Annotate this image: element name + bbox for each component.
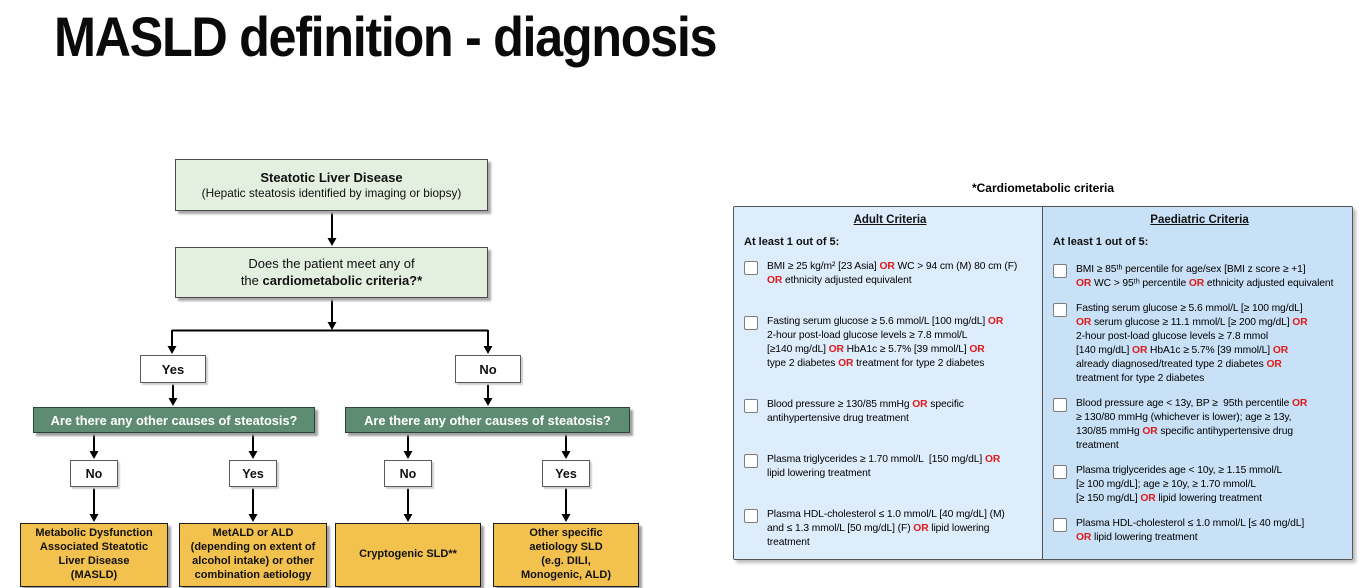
paediatric-criteria-column: Paediatric Criteria At least 1 out of 5:…	[1043, 207, 1352, 559]
criterion-text: Plasma triglycerides ≥ 1.70 mmol/L [150 …	[767, 454, 1001, 479]
criterion-item: Blood pressure age < 13y, BP ≥ 95th perc…	[1053, 397, 1346, 453]
question-line1: Does the patient meet any of	[248, 256, 415, 271]
criterion-text: BMI ≥ 85ᵗʰ percentile for age/sex [BMI z…	[1076, 264, 1334, 289]
steatosis-question-bar-right: Are there any other causes of steatosis?	[345, 407, 630, 433]
branch-yes-box: Yes	[140, 355, 206, 383]
checkbox-icon[interactable]	[1053, 398, 1067, 412]
criterion-text: Blood pressure age < 13y, BP ≥ 95th perc…	[1076, 398, 1308, 451]
paediatric-criteria-subheader: At least 1 out of 5:	[1053, 236, 1149, 248]
adult-criteria-subheader: At least 1 out of 5:	[744, 236, 840, 248]
criterion-text: Plasma triglycerides age < 10y, ≥ 1.15 m…	[1076, 465, 1283, 504]
criterion-text: Fasting serum glucose ≥ 5.6 mmol/L [≥ 10…	[1076, 303, 1308, 384]
checkbox-icon[interactable]	[744, 261, 758, 275]
checkbox-icon[interactable]	[744, 399, 758, 413]
criterion-item: Fasting serum glucose ≥ 5.6 mmol/L [100 …	[744, 315, 1036, 371]
flow-box-subtitle: (Hepatic steatosis identified by imaging…	[201, 185, 462, 200]
checkbox-icon[interactable]	[744, 316, 758, 330]
criterion-item: Blood pressure ≥ 130/85 mmHg OR specific…	[744, 398, 1036, 426]
flow-box-title: Steatotic Liver Disease	[260, 169, 403, 185]
checkbox-icon[interactable]	[744, 454, 758, 468]
criterion-text: Fasting serum glucose ≥ 5.6 mmol/L [100 …	[767, 316, 1004, 369]
criteria-table-title: *Cardiometabolic criteria	[971, 181, 1115, 195]
answer-box-no-1: No	[70, 460, 118, 487]
criterion-text: BMI ≥ 25 kg/m² [23 Asia] OR WC > 94 cm (…	[767, 261, 1018, 286]
paediatric-criteria-header: Paediatric Criteria	[1150, 214, 1249, 226]
adult-criteria-header: Adult Criteria	[853, 214, 927, 226]
criteria-table: Adult Criteria At least 1 out of 5: BMI …	[733, 206, 1353, 560]
steatosis-question-bar-left: Are there any other causes of steatosis?	[33, 407, 315, 433]
criterion-item: Fasting serum glucose ≥ 5.6 mmol/L [≥ 10…	[1053, 302, 1346, 386]
criterion-item: Plasma triglycerides age < 10y, ≥ 1.15 m…	[1053, 464, 1346, 506]
answer-box-yes-1: Yes	[229, 460, 277, 487]
branch-no-box: No	[455, 355, 521, 383]
answer-box-yes-2: Yes	[542, 460, 590, 487]
checkbox-icon[interactable]	[1053, 303, 1067, 317]
paediatric-criteria-list: BMI ≥ 85ᵗʰ percentile for age/sex [BMI z…	[1053, 263, 1346, 545]
checkbox-icon[interactable]	[1053, 518, 1067, 532]
checkbox-icon[interactable]	[1053, 465, 1067, 479]
question-line2: the cardiometabolic criteria?*	[240, 272, 423, 288]
criterion-item: BMI ≥ 85ᵗʰ percentile for age/sex [BMI z…	[1053, 263, 1346, 291]
outcome-box-cryptogenic-sld: Cryptogenic SLD**	[335, 523, 481, 587]
adult-criteria-list: BMI ≥ 25 kg/m² [23 Asia] OR WC > 94 cm (…	[744, 260, 1036, 550]
slide-title: MASLD definition - diagnosis	[54, 5, 718, 68]
flow-box-cardiometabolic-question: Does the patient meet any of the cardiom…	[175, 247, 488, 298]
checkbox-icon[interactable]	[744, 509, 758, 523]
answer-box-no-2: No	[384, 460, 432, 487]
criterion-text: Plasma HDL-cholesterol ≤ 1.0 mmol/L [≤ 4…	[1076, 518, 1305, 543]
criterion-text: Plasma HDL-cholesterol ≤ 1.0 mmol/L [40 …	[767, 509, 1005, 548]
criterion-item: BMI ≥ 25 kg/m² [23 Asia] OR WC > 94 cm (…	[744, 260, 1036, 288]
checkbox-icon[interactable]	[1053, 264, 1067, 278]
adult-criteria-column: Adult Criteria At least 1 out of 5: BMI …	[734, 207, 1043, 559]
criterion-item: Plasma HDL-cholesterol ≤ 1.0 mmol/L [≤ 4…	[1053, 517, 1346, 545]
criterion-item: Plasma triglycerides ≥ 1.70 mmol/L [150 …	[744, 453, 1036, 481]
criterion-text: Blood pressure ≥ 130/85 mmHg OR specific…	[767, 399, 964, 424]
flow-box-steatotic-liver-disease: Steatotic Liver Disease (Hepatic steatos…	[175, 159, 488, 211]
criterion-item: Plasma HDL-cholesterol ≤ 1.0 mmol/L [40 …	[744, 508, 1036, 550]
